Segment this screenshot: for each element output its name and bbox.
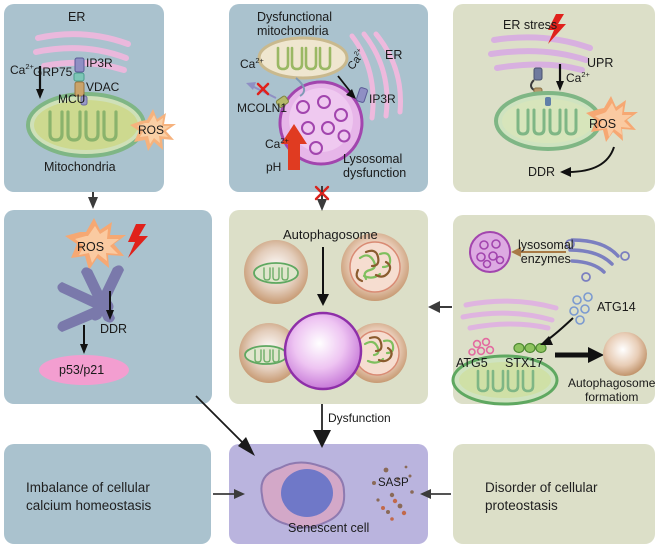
label-er-panel2: ER [385, 48, 403, 62]
label-ros-panel1: ROS [138, 123, 165, 137]
label-upr: UPR [587, 56, 614, 70]
label-atg14: ATG14 [597, 300, 636, 314]
label-grp75: GRP75 [33, 65, 73, 79]
calcium-charge: 2+ [581, 70, 590, 79]
label-lysosomal-enzymes: lysosomal enzymes [518, 238, 574, 267]
label-mitochondria: Mitochondria [44, 160, 116, 174]
label-senescent-cell: Senescent cell [288, 521, 370, 535]
label-mcu: MCU [58, 92, 86, 106]
label-ddr-panel3: DDR [528, 165, 556, 179]
label-ros-panel3: ROS [589, 117, 617, 131]
calcium-charge: 2+ [280, 136, 289, 145]
connector-stem-lyso-to-autophagosome [321, 186, 323, 192]
proteostasis-disorder-text: Disorder of cellular proteostasis [485, 480, 598, 514]
label-mcoln1: MCOLN1 [237, 101, 288, 115]
label-ip3r-panel2: IP3R [369, 92, 396, 106]
label-ros-panel4: ROS [77, 240, 105, 254]
label-calcium-er-mito: Ca2+ [10, 62, 34, 77]
label-calcium-upr: Ca2+ [566, 70, 590, 85]
label-p53-p21: p53/p21 [59, 363, 105, 377]
calcium-imbalance-text: Imbalance of cellular calcium homeostasi… [26, 480, 152, 514]
label-dysfunction: Dysfunction [328, 411, 391, 425]
calcium-charge: 2+ [25, 62, 34, 71]
label-dysfunctional-mitochondria: Dysfunctional mitochondria [257, 10, 333, 39]
label-autophagosome-formation: Autophagosome formatiom [568, 376, 656, 404]
label-ddr-panel4: DDR [100, 322, 128, 336]
label-atg5: ATG5 [456, 356, 488, 370]
label-er: ER [68, 10, 86, 24]
label-vdac: VDAC [86, 80, 120, 94]
label-autophagosome-title: Autophagosome [283, 227, 378, 242]
label-calcium-efflux: Ca2+ [240, 56, 264, 71]
label-sasp: SASP [378, 477, 409, 489]
label-ip3r: IP3R [86, 56, 113, 70]
label-er-stress: ER stress [503, 18, 558, 32]
connector-stem-er-to-ros [92, 192, 94, 204]
calcium-charge: 2+ [255, 56, 264, 65]
label-stx17: STX17 [505, 356, 544, 370]
label-ph: pH [266, 160, 282, 174]
label-lysosomal-dysfunction: Lysosomal dysfunction [343, 152, 407, 181]
box-proteostasis-disorder [453, 444, 655, 544]
box-calcium-imbalance [4, 444, 211, 544]
label-calcium-influx-lys: Ca2+ [265, 136, 289, 151]
